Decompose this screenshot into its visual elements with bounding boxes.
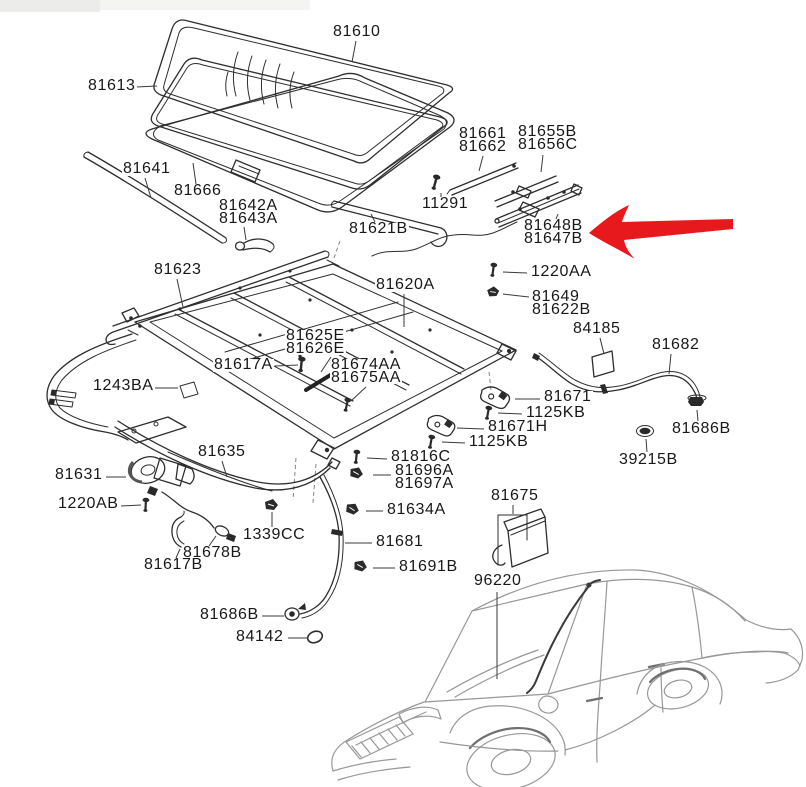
bracket-81671H bbox=[425, 413, 457, 438]
bracket-81671 bbox=[478, 384, 512, 411]
pocket-81675 bbox=[492, 508, 549, 568]
channel-81623 bbox=[105, 250, 330, 346]
screw-81674AA bbox=[341, 397, 352, 413]
pad-84185 bbox=[591, 350, 615, 378]
leader-81635 bbox=[221, 460, 228, 478]
screw-1125KB-lower bbox=[426, 434, 436, 450]
frame-81666 bbox=[145, 72, 455, 213]
leader-lines bbox=[106, 40, 699, 679]
leader-81671H bbox=[456, 427, 485, 430]
clip-1339CC bbox=[264, 498, 279, 511]
leader-1220AB bbox=[120, 504, 142, 507]
antenna-connector bbox=[586, 582, 592, 588]
front-drain-hose-81681 bbox=[298, 474, 344, 619]
leader-81623 bbox=[176, 278, 184, 308]
leader-81642A-81643A bbox=[243, 226, 247, 241]
scan-artifact-2 bbox=[0, 0, 100, 12]
grommet-81686B-bottom bbox=[284, 607, 300, 621]
leader-81655B-81656C bbox=[540, 154, 544, 173]
elbow-81642A bbox=[234, 238, 275, 253]
leader-1125KB-lower bbox=[441, 441, 466, 444]
screw-1220AB bbox=[141, 497, 150, 513]
rail-81621B bbox=[330, 200, 448, 248]
leader-81682 bbox=[668, 353, 672, 375]
leader-81610 bbox=[351, 40, 357, 63]
guide-tubes-81635 bbox=[114, 420, 333, 492]
car-outline bbox=[331, 569, 804, 787]
drip-rail-81641 bbox=[83, 151, 227, 244]
bolt-11291 bbox=[429, 173, 441, 191]
glass-panel-81610 bbox=[153, 19, 454, 164]
clip-81634A bbox=[344, 501, 361, 517]
leader-81666 bbox=[192, 162, 197, 185]
screw-1125KB-upper bbox=[483, 405, 493, 421]
slide-rail-81648B-81647B bbox=[371, 183, 583, 257]
leader-81686B-right bbox=[696, 409, 699, 422]
oring-84142 bbox=[306, 630, 324, 644]
leader-39215B bbox=[645, 438, 648, 453]
leader-81649-81622B bbox=[502, 293, 530, 298]
seal-ring-81613 bbox=[150, 57, 448, 190]
screw-1220AA bbox=[488, 262, 498, 278]
cable-loop-1243BA bbox=[46, 333, 199, 441]
leader-81661-81662 bbox=[478, 155, 484, 172]
clip-81696A bbox=[348, 465, 365, 480]
cable-81678B bbox=[161, 491, 236, 542]
guide-81655B bbox=[494, 175, 559, 208]
clip-81691B bbox=[352, 558, 369, 573]
rod-81625E bbox=[304, 369, 339, 392]
leader-1125KB-upper bbox=[497, 412, 523, 415]
leader-81648B-81647B bbox=[555, 213, 559, 220]
leader-81621B bbox=[370, 213, 376, 223]
leader-81674AA-81675AA bbox=[350, 386, 367, 402]
guide-81661 bbox=[446, 162, 519, 196]
leader-81617B bbox=[175, 548, 181, 559]
leader-81613 bbox=[135, 85, 158, 88]
leader-84185 bbox=[599, 337, 605, 355]
rear-drain-hose-81682 bbox=[532, 352, 707, 406]
leader-81816C bbox=[366, 457, 388, 460]
screw-81617A bbox=[296, 356, 306, 373]
screw-81816C bbox=[352, 449, 361, 465]
scan-artifact bbox=[0, 0, 310, 10]
clip-81649 bbox=[486, 285, 501, 298]
leader-81641 bbox=[144, 177, 152, 199]
highlight-arrow-icon bbox=[589, 205, 733, 259]
grommet-39215B bbox=[636, 425, 654, 437]
leader-81678B bbox=[208, 535, 217, 547]
motor-81631 bbox=[117, 416, 195, 496]
leader-81625E-81626E bbox=[320, 356, 332, 373]
leader-81617A bbox=[274, 364, 299, 367]
leader-1220AA bbox=[502, 271, 528, 274]
hook-81617B bbox=[171, 510, 185, 548]
